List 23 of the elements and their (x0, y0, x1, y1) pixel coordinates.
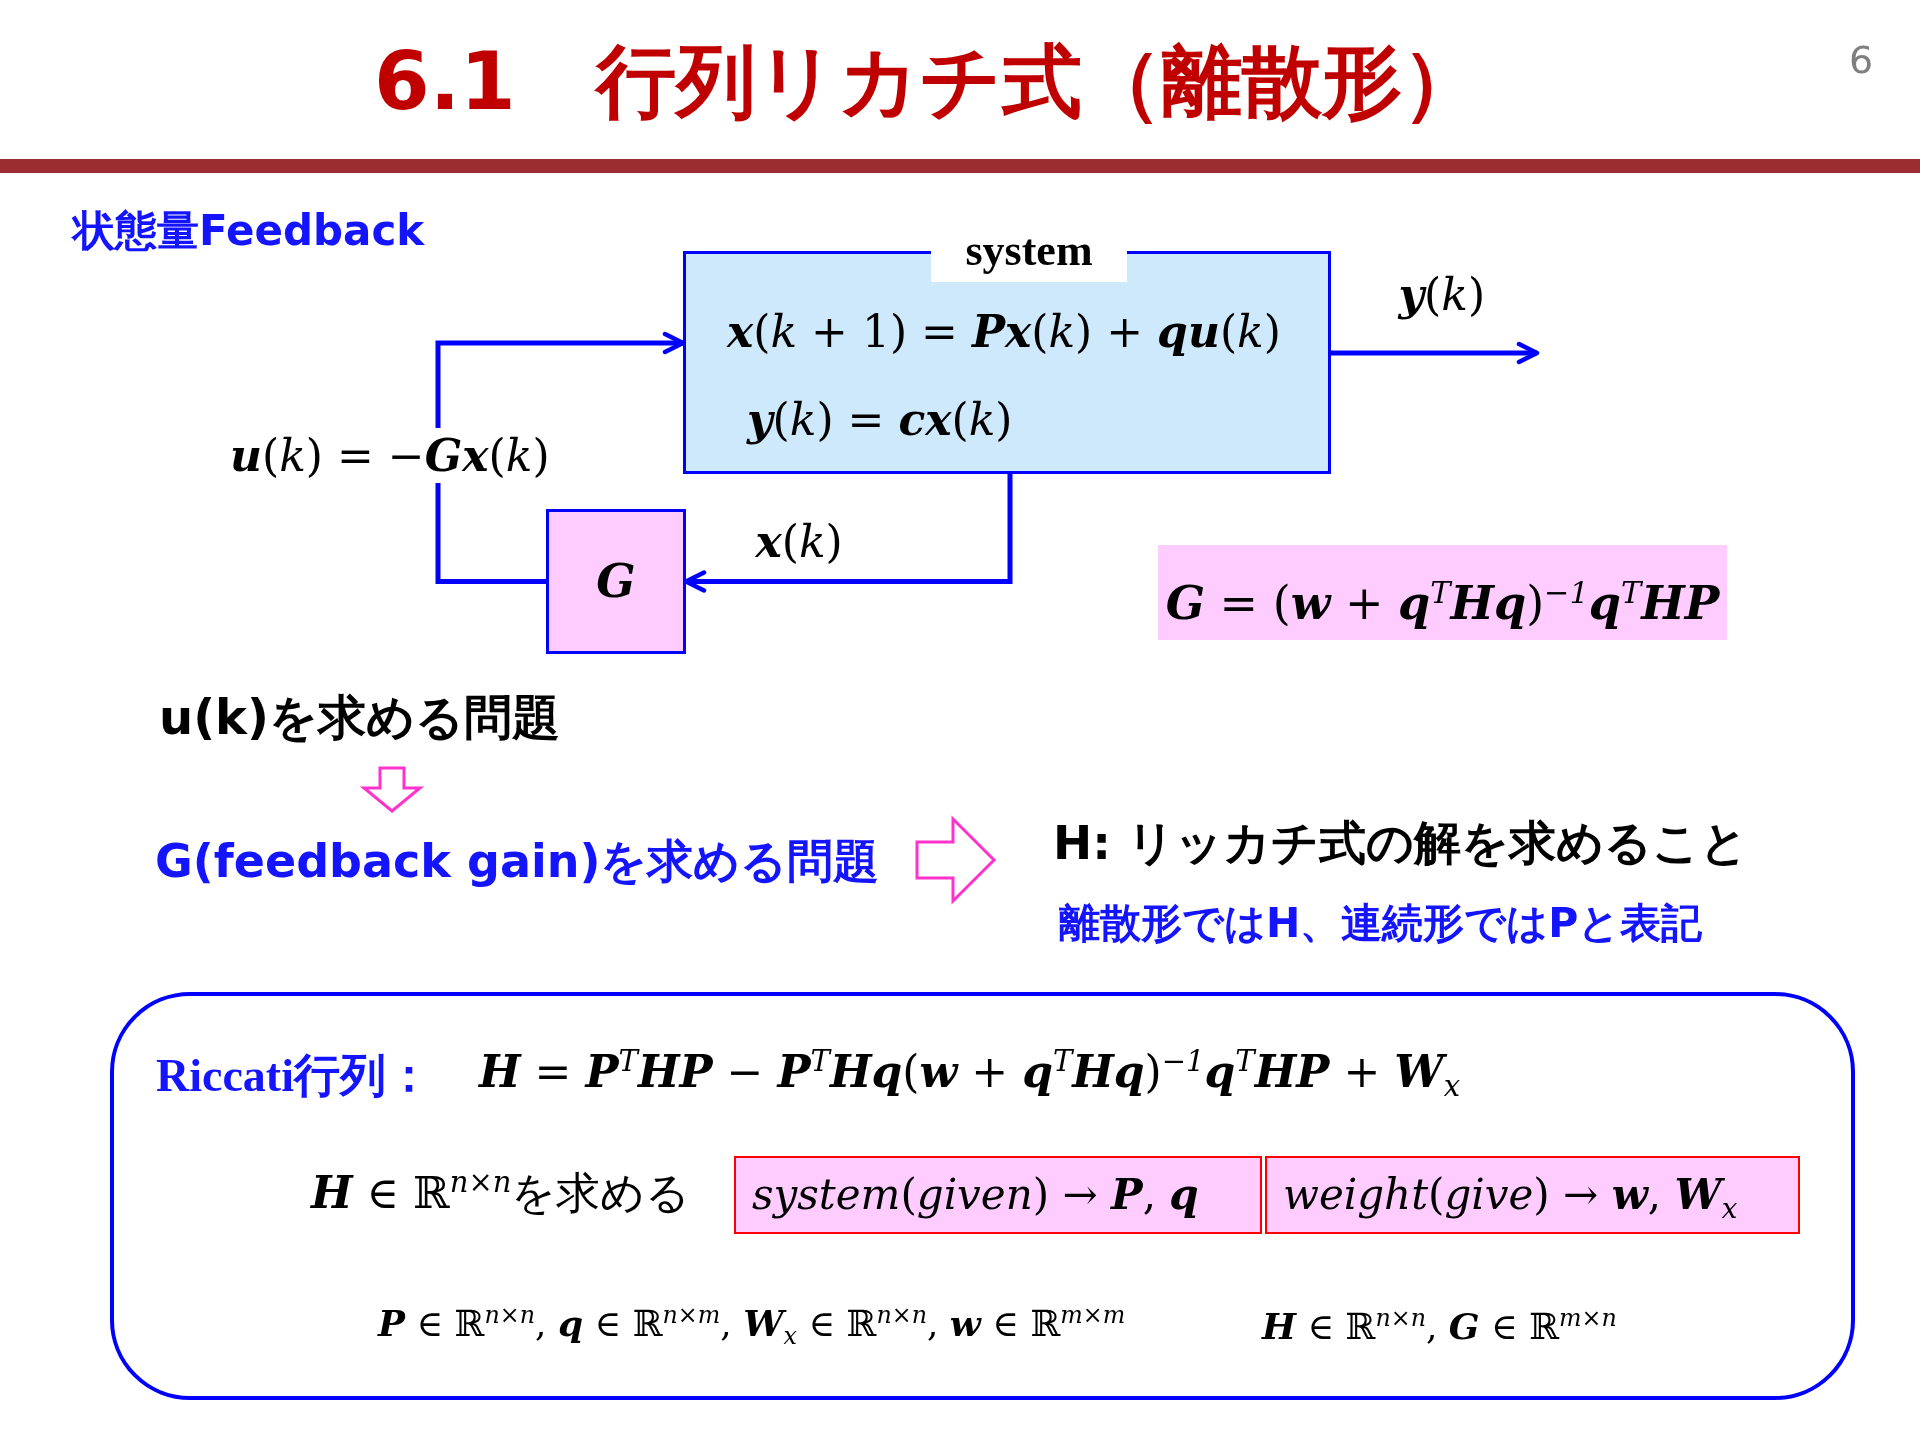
section-heading: 状態量Feedback (73, 204, 425, 257)
arrow (1331, 341, 1540, 365)
gain-block: G (546, 509, 686, 654)
equation: y(k) = cx(k) (745, 392, 1014, 447)
page-number: 6 (1849, 37, 1874, 84)
solution-text: H: リッカチ式の解を求めること (1053, 813, 1749, 873)
panel-heading: Riccati行列： (156, 1049, 432, 1103)
arrow (435, 331, 686, 584)
given-box: system(given) → P, q (734, 1156, 1262, 1234)
problem-text: u(k)を求める問題 (159, 687, 560, 747)
equation: H ∈ ℝ$^{n×n}$, G ∈ ℝ$^{m×n}$ (1260, 1303, 1618, 1349)
equation: H ∈ ℝ$^{n×n}$を求める (309, 1164, 692, 1220)
problem-text: G(feedback gain)を求める問題 (155, 833, 880, 891)
equation: x(k + 1) = Px(k) + qu(k) (725, 304, 1282, 359)
equation: P ∈ ℝ$^{n×n}$, q ∈ ℝ$^{n×m}$, W$_{x}$ ∈ ℝ$^{n×n}$, w ∈ ℝ$^{m×m}$ (376, 1300, 1127, 1352)
formula-box: G = (w + q$^{T}$Hq)$^{−1}$q$^{T}$HP (1158, 545, 1727, 640)
note-text: 離散形ではH、連続形ではPと表記 (1059, 897, 1703, 949)
equation: H = P$^{T}$HP − P$^{T}$Hq(w + q$^{T}$Hq)$^{−1}$q$^{T}$HP + W$_{x}$ (477, 1043, 1462, 1105)
arrow (683, 474, 1013, 593)
given-box: weight(give) → w, W$_{x}$ (1265, 1156, 1800, 1234)
formula-panel (110, 992, 1855, 1400)
hollow-arrow (915, 815, 997, 905)
slide-title: 6.1 行列リカチ式（離散形） (374, 34, 1482, 130)
